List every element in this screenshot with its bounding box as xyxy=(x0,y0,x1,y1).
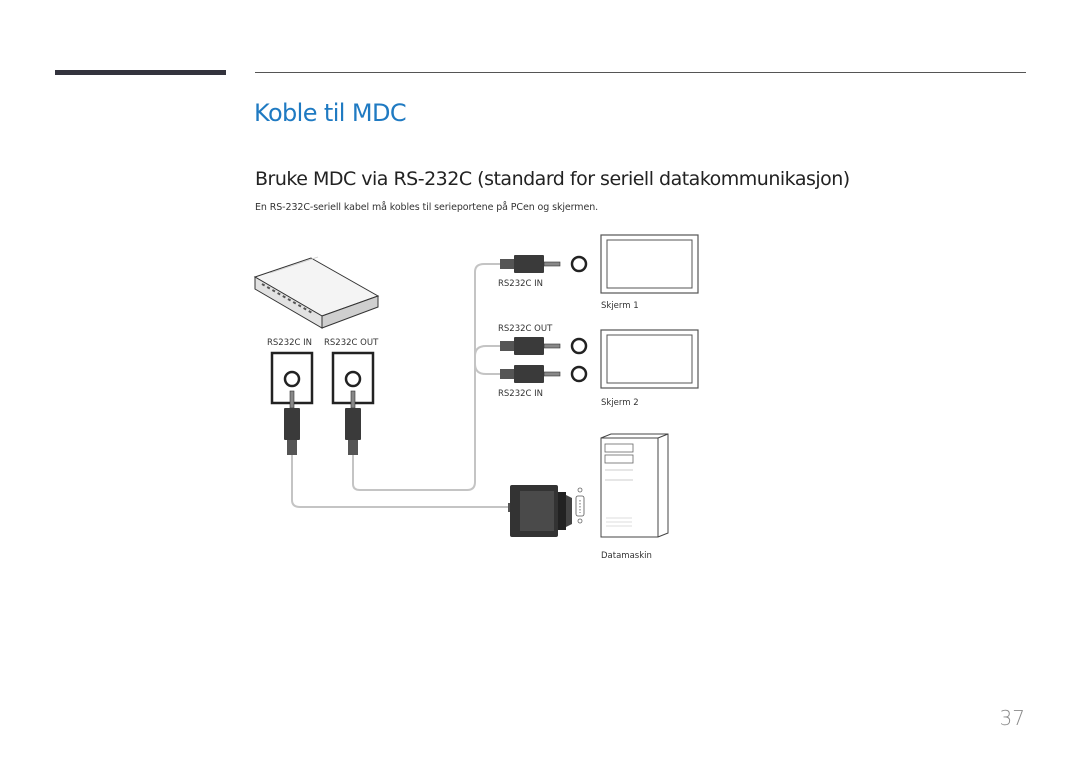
cable-in-to-db9 xyxy=(291,455,508,508)
body-text: En RS-232C-seriell kabel må kobles til s… xyxy=(255,202,599,213)
computer-label: Datamaskin xyxy=(601,551,652,561)
screen1-label: Skjerm 1 xyxy=(601,301,639,311)
page-title: Koble til MDC xyxy=(254,99,407,127)
cable-screen1-to-screen2 xyxy=(474,345,500,375)
db9-serial-connector xyxy=(508,485,585,537)
computer-tower xyxy=(600,433,669,538)
screen1-port-out-label: RS232C OUT xyxy=(498,324,553,334)
header-accent-bar xyxy=(55,70,226,75)
device-port-in-label: RS232C IN xyxy=(267,338,312,348)
cable-out-to-screen1 xyxy=(352,263,500,491)
screen1-jack-plug-out xyxy=(500,337,588,355)
page-number: 37 xyxy=(999,706,1025,730)
screen2-label: Skjerm 2 xyxy=(601,398,639,408)
device-jack-plug-out xyxy=(345,390,361,455)
screen2-port-in-label: RS232C IN xyxy=(498,389,543,399)
device-port-out-label: RS232C OUT xyxy=(324,338,379,348)
screen1-jack-plug-in xyxy=(500,255,588,273)
cables xyxy=(291,263,508,508)
screen2-monitor xyxy=(600,329,699,389)
screen1-monitor xyxy=(600,234,699,294)
section-heading: Bruke MDC via RS-232C (standard for seri… xyxy=(255,168,850,190)
header-rule xyxy=(255,72,1026,73)
media-player-device xyxy=(253,256,380,329)
screen1-port-in-label: RS232C IN xyxy=(498,279,543,289)
screen2-jack-plug-in xyxy=(500,365,588,383)
device-jack-plug-in xyxy=(284,390,300,455)
